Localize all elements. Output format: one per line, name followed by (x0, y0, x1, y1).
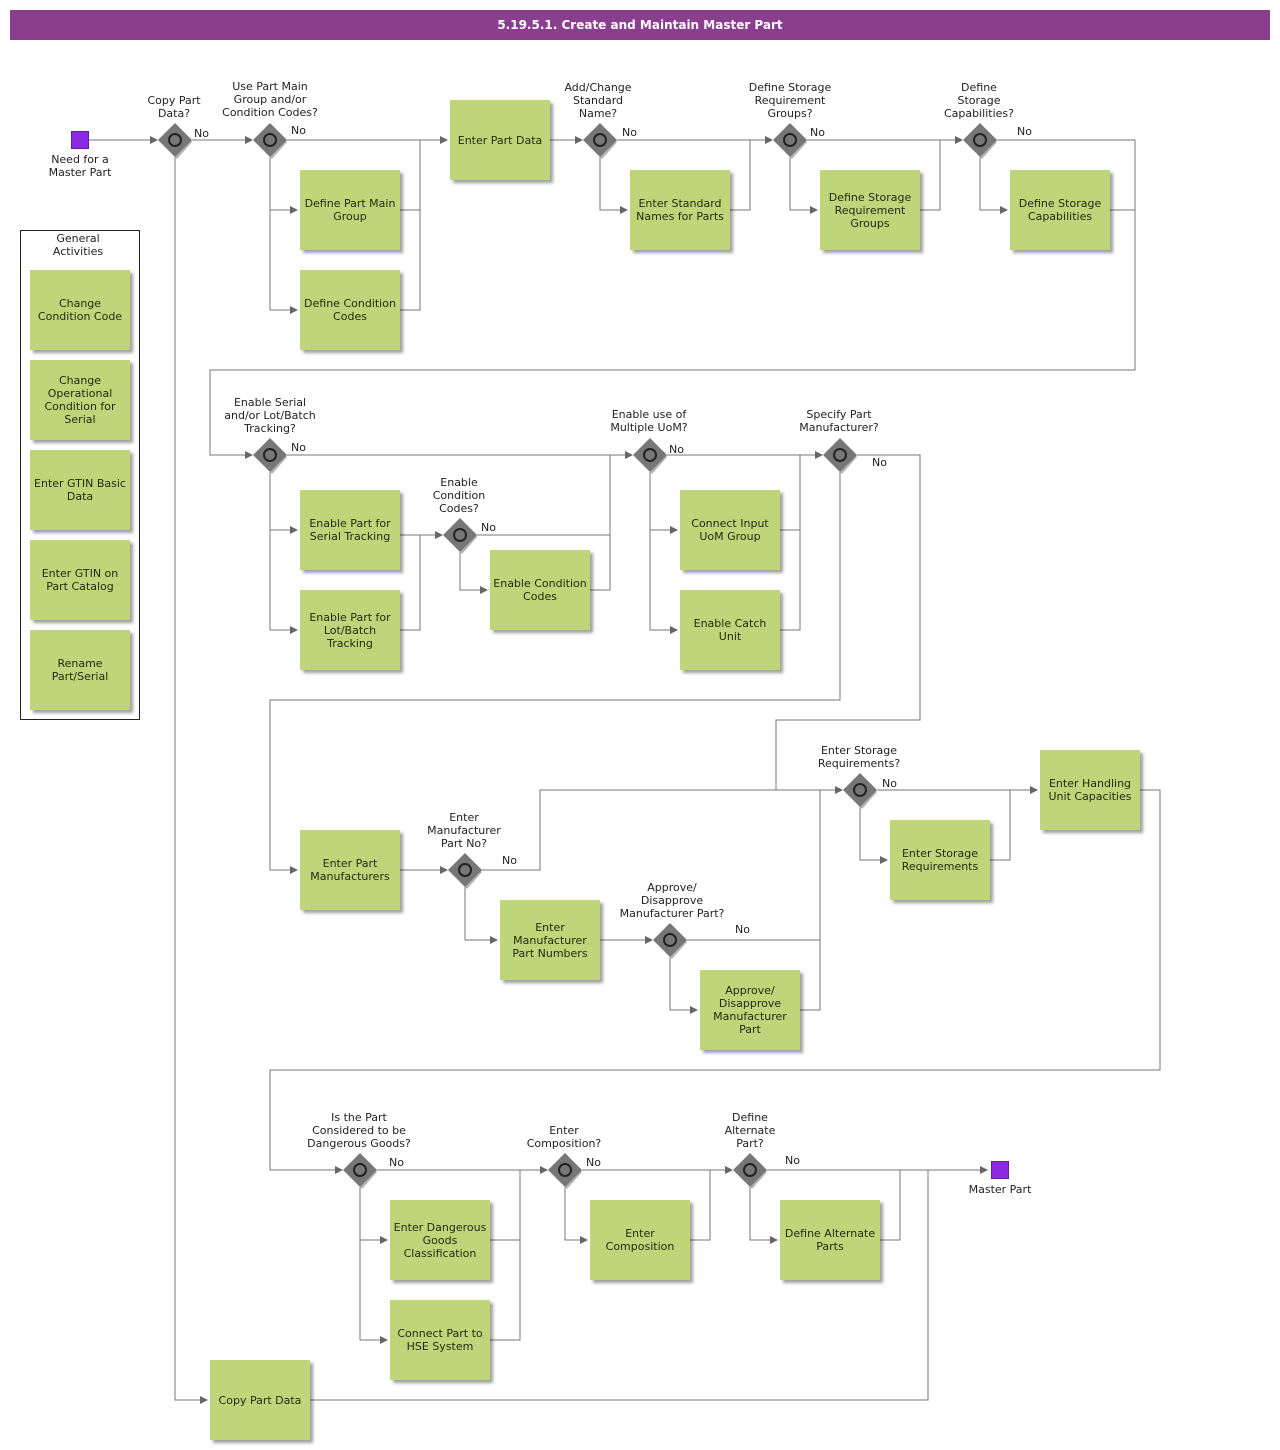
activity-connect-input-uom-group[interactable]: Connect Input UoM Group (680, 490, 780, 570)
no-label: No (194, 127, 209, 140)
gateway-diamond[interactable] (548, 1153, 582, 1189)
no-label: No (669, 443, 684, 456)
gateway-diamond[interactable] (448, 853, 482, 889)
no-label: No (735, 923, 750, 936)
legend-item-enter-gtin-part-catalog[interactable]: Enter GTIN on Part Catalog (30, 540, 130, 620)
gateway-diamond[interactable] (253, 123, 287, 159)
gateway-diamond[interactable] (733, 1153, 767, 1189)
no-label: No (502, 854, 517, 867)
end-event-label: Master Part (968, 1183, 1032, 1196)
activity-enter-standard-names[interactable]: Enter Standard Names for Parts (630, 170, 730, 250)
gateway-label-dangerous-goods: Is the Part Considered to be Dangerous G… (307, 1111, 411, 1150)
gateway-label-manufacturer-part-no: Enter Manufacturer Part No? (427, 811, 501, 850)
gateway-label-enable-condition-codes: Enable Condition Codes? (432, 476, 486, 515)
gateway-diamond[interactable] (843, 773, 877, 809)
legend-item-change-operational-condition[interactable]: Change Operational Condition for Serial (30, 360, 130, 440)
no-label: No (872, 456, 887, 469)
diagram-title: 5.19.5.1. Create and Maintain Master Par… (10, 10, 1270, 40)
gateway-diamond[interactable] (823, 438, 857, 474)
activity-enter-manufacturer-part-numbers[interactable]: Enter Manufacturer Part Numbers (500, 900, 600, 980)
gateway-label-composition: Enter Composition? (526, 1124, 602, 1150)
gateway-label-copy-part-data: Copy Part Data? (147, 94, 201, 120)
gateway-label-approve-manufacturer-part: Approve/ Disapprove Manufacturer Part? (619, 881, 725, 920)
activity-enter-dangerous-goods-classification[interactable]: Enter Dangerous Goods Classification (390, 1200, 490, 1280)
legend-item-rename-part-serial[interactable]: Rename Part/Serial (30, 630, 130, 710)
activity-define-storage-requirement-groups[interactable]: Define Storage Requirement Groups (820, 170, 920, 250)
no-label: No (586, 1156, 601, 1169)
activity-define-alternate-parts[interactable]: Define Alternate Parts (780, 1200, 880, 1280)
no-label: No (481, 521, 496, 534)
gateway-label-standard-name: Add/Change Standard Name? (564, 81, 632, 120)
gateway-label-part-main-group: Use Part Main Group and/or Condition Cod… (222, 80, 318, 119)
activity-enter-part-manufacturers[interactable]: Enter Part Manufacturers (300, 830, 400, 910)
start-event-label: Need for a Master Part (48, 153, 112, 179)
no-label: No (1017, 125, 1032, 138)
gateway-label-serial-lot-tracking: Enable Serial and/or Lot/Batch Tracking? (224, 396, 316, 435)
no-label: No (291, 124, 306, 137)
gateway-diamond[interactable] (343, 1153, 377, 1189)
activity-enable-condition-codes[interactable]: Enable Condition Codes (490, 550, 590, 630)
activity-approve-manufacturer-part[interactable]: Approve/ Disapprove Manufacturer Part (700, 970, 800, 1050)
legend-item-enter-gtin-basic-data[interactable]: Enter GTIN Basic Data (30, 450, 130, 530)
end-event[interactable] (991, 1161, 1009, 1179)
no-label: No (810, 126, 825, 139)
gateway-diamond[interactable] (443, 518, 477, 554)
no-label: No (389, 1156, 404, 1169)
gateway-label-alternate-part: Define Alternate Part? (724, 1111, 776, 1150)
activity-enter-part-data[interactable]: Enter Part Data (450, 100, 550, 180)
general-activities-panel (20, 230, 140, 720)
activity-copy-part-data[interactable]: Copy Part Data (210, 1360, 310, 1440)
gateway-label-storage-capabilities: Define Storage Capabilities? (943, 81, 1014, 120)
activity-enable-lot-batch-tracking[interactable]: Enable Part for Lot/Batch Tracking (300, 590, 400, 670)
activity-connect-part-to-hse[interactable]: Connect Part to HSE System (390, 1300, 490, 1380)
no-label: No (882, 777, 897, 790)
gateway-diamond[interactable] (773, 123, 807, 159)
activity-enter-handling-unit-capacities[interactable]: Enter Handling Unit Capacities (1040, 750, 1140, 830)
no-label: No (785, 1154, 800, 1167)
start-event[interactable] (71, 131, 89, 149)
gateway-diamond[interactable] (633, 438, 667, 474)
gateway-label-multiple-uom: Enable use of Multiple UoM? (610, 408, 688, 434)
activity-define-storage-capabilities[interactable]: Define Storage Capabilities (1010, 170, 1110, 250)
gateway-diamond[interactable] (253, 438, 287, 474)
gateway-label-part-manufacturer: Specify Part Manufacturer? (799, 408, 879, 434)
legend-item-change-condition-code[interactable]: Change Condition Code (30, 270, 130, 350)
no-label: No (291, 441, 306, 454)
gateway-label-storage-req-groups: Define Storage Requirement Groups? (748, 81, 832, 120)
activity-enable-catch-unit[interactable]: Enable Catch Unit (680, 590, 780, 670)
gateway-label-storage-requirements: Enter Storage Requirements? (817, 744, 901, 770)
gateway-diamond[interactable] (653, 923, 687, 959)
activity-define-part-main-group[interactable]: Define Part Main Group (300, 170, 400, 250)
activity-define-condition-codes[interactable]: Define Condition Codes (300, 270, 400, 350)
activity-enter-storage-requirements[interactable]: Enter Storage Requirements (890, 820, 990, 900)
activity-enable-serial-tracking[interactable]: Enable Part for Serial Tracking (300, 490, 400, 570)
gateway-diamond[interactable] (963, 123, 997, 159)
gateway-diamond[interactable] (583, 123, 617, 159)
gateway-diamond[interactable] (158, 123, 192, 159)
activity-enter-composition[interactable]: Enter Composition (590, 1200, 690, 1280)
general-activities-title: General Activities (52, 232, 104, 258)
no-label: No (622, 126, 637, 139)
